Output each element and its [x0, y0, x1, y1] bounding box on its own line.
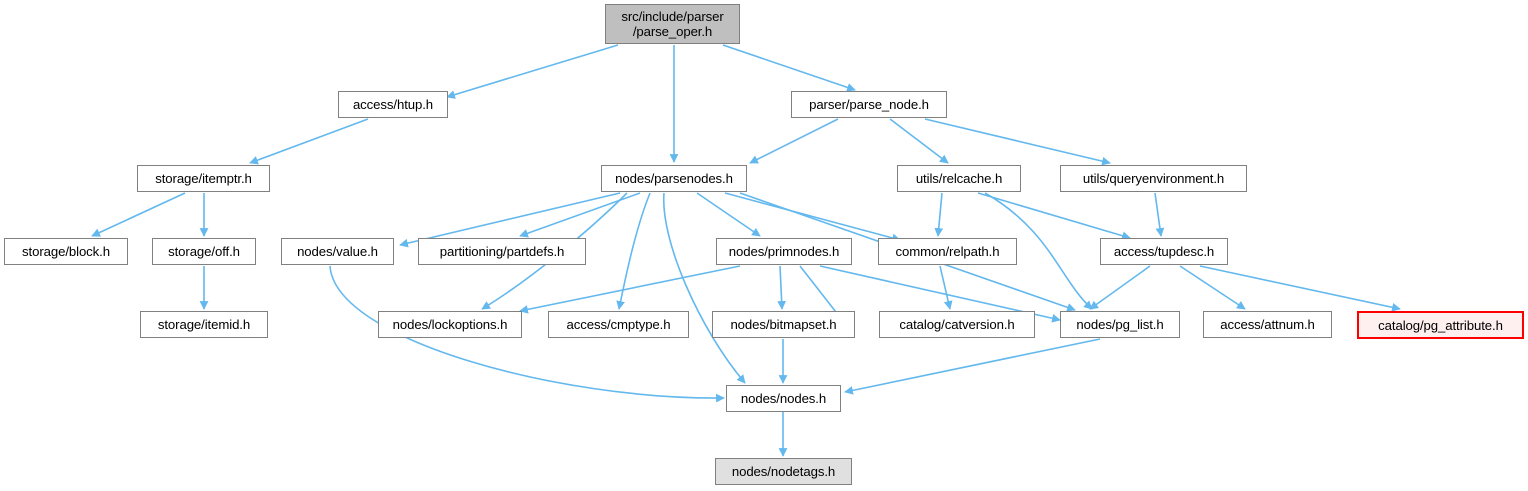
node-itemid[interactable]: storage/itemid.h: [140, 311, 268, 338]
edge-tupdesc-to-pg_list: [1089, 265, 1151, 310]
edge-primnodes-to-bitmapset: [777, 265, 787, 310]
node-catversion[interactable]: catalog/catversion.h: [879, 311, 1035, 338]
edge-parsenodes-to-cmptype: [616, 192, 651, 310]
node-primnodes[interactable]: nodes/primnodes.h: [716, 238, 852, 265]
node-relpath[interactable]: common/relpath.h: [878, 238, 1017, 265]
edge-value-to-nodes: [329, 265, 725, 403]
edge-tupdesc-to-attnum: [1179, 265, 1246, 310]
node-tupdesc[interactable]: access/tupdesc.h: [1100, 238, 1228, 265]
edge-parse_node-to-relcache: [889, 118, 949, 164]
edge-parsenodes-to-partdefs: [519, 192, 641, 238]
node-block[interactable]: storage/block.h: [4, 238, 128, 265]
node-pg_list[interactable]: nodes/pg_list.h: [1060, 311, 1180, 338]
edge-root-to-parse_node: [722, 44, 856, 92]
node-pg_attribute[interactable]: catalog/pg_attribute.h: [1357, 311, 1524, 339]
node-attnum[interactable]: access/attnum.h: [1203, 311, 1332, 338]
node-off[interactable]: storage/off.h: [152, 238, 256, 265]
edge-relcache-to-tupdesc: [977, 192, 1131, 240]
edge-parsenodes-to-primnodes: [696, 192, 761, 237]
node-nodetags[interactable]: nodes/nodetags.h: [715, 458, 852, 485]
edge-parsenodes-to-value: [399, 192, 621, 248]
node-parse_node[interactable]: parser/parse_node.h: [791, 91, 947, 118]
node-queryenv[interactable]: utils/queryenvironment.h: [1060, 165, 1247, 192]
node-cmptype[interactable]: access/cmptype.h: [548, 311, 689, 338]
edge-pg_list-to-nodes: [844, 338, 1101, 395]
node-nodes[interactable]: nodes/nodes.h: [726, 385, 841, 412]
node-value[interactable]: nodes/value.h: [281, 238, 394, 265]
edge-parsenodes-to-relpath: [724, 192, 901, 243]
edge-parse_node-to-parsenodes: [749, 118, 839, 164]
node-root[interactable]: src/include/parser /parse_oper.h: [605, 4, 740, 44]
node-relcache[interactable]: utils/relcache.h: [897, 165, 1021, 192]
edge-relcache-to-relpath: [934, 192, 944, 237]
edge-htup-to-itemptr: [249, 118, 369, 165]
edge-primnodes-to-lockoptions: [519, 265, 741, 314]
node-htup[interactable]: access/htup.h: [338, 91, 448, 118]
edge-parse_node-to-queryenv: [924, 118, 1111, 166]
node-itemptr[interactable]: storage/itemptr.h: [137, 165, 270, 192]
edge-parsenodes-to-bitmapset: [662, 192, 746, 384]
node-partdefs[interactable]: partitioning/partdefs.h: [418, 238, 586, 265]
edge-root-to-htup: [446, 44, 619, 99]
edge-relcache-to-pg_list: [984, 192, 1093, 310]
edge-queryenv-to-tupdesc: [1154, 192, 1165, 237]
edge-relpath-to-catversion: [939, 265, 953, 310]
node-parsenodes[interactable]: nodes/parsenodes.h: [601, 165, 747, 192]
edge-tupdesc-to-pg_attribute: [1199, 265, 1401, 312]
edge-itemptr-to-block: [91, 192, 186, 237]
node-bitmapset[interactable]: nodes/bitmapset.h: [712, 311, 855, 338]
node-lockoptions[interactable]: nodes/lockoptions.h: [378, 311, 522, 338]
